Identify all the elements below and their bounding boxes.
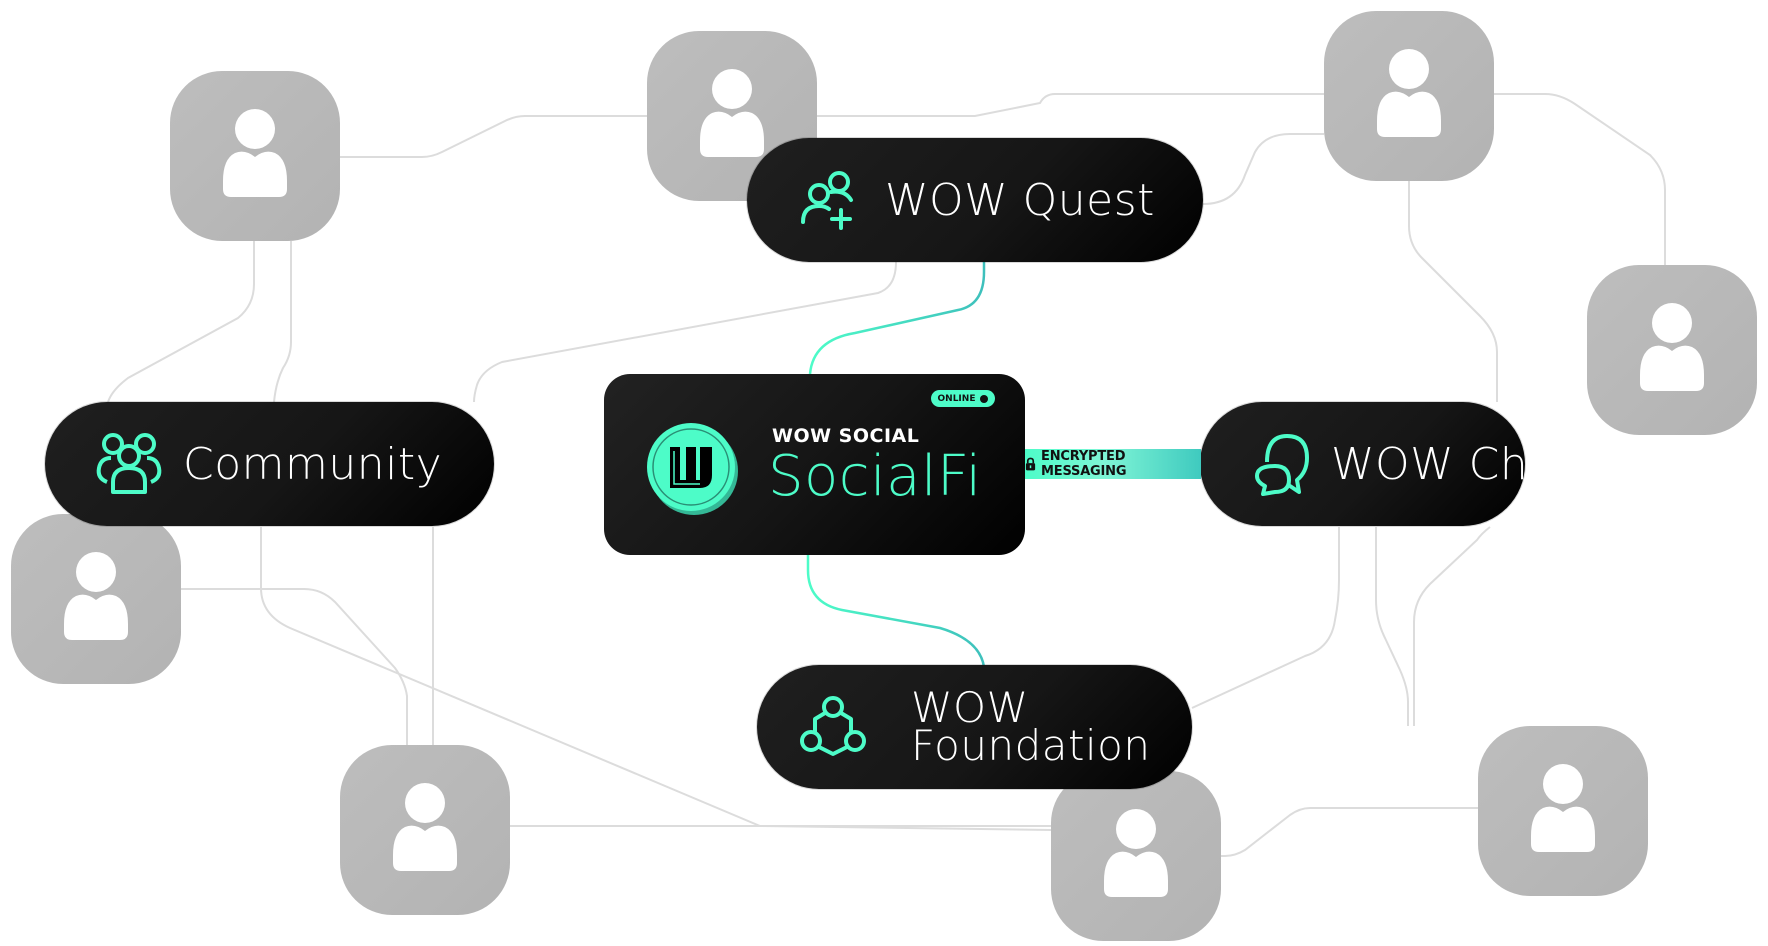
- user-icon: [1640, 303, 1704, 391]
- status-dot-icon: [980, 394, 989, 403]
- user-icon: [1377, 49, 1441, 137]
- user-add-group-icon: [801, 171, 853, 230]
- wire: [817, 93, 1324, 117]
- link-label: ENCRYPTED MESSAGING: [1041, 449, 1127, 479]
- node-label: Community: [183, 438, 443, 490]
- wire: [1413, 526, 1491, 726]
- node-wow-chat[interactable]: WOW Chat: [1200, 402, 1573, 526]
- avatar-tile: [1051, 771, 1221, 941]
- wire: [1408, 181, 1498, 402]
- chat-bubbles-icon: [1255, 434, 1309, 496]
- hub-link-foundation: [806, 555, 986, 668]
- user-icon: [1531, 764, 1595, 852]
- lock-icon: [1025, 457, 1036, 471]
- wire: [181, 588, 408, 745]
- users-group-icon: [96, 433, 162, 494]
- wire: [1221, 807, 1478, 857]
- user-icon: [700, 69, 764, 157]
- wire: [273, 241, 292, 403]
- encrypted-messaging-link: ENCRYPTED MESSAGING: [1025, 449, 1201, 479]
- status-badge: ONLINE: [931, 390, 995, 407]
- hub-subtitle: WOW SOCIAL: [772, 425, 920, 447]
- wire: [473, 261, 897, 403]
- user-icon: [223, 109, 287, 197]
- wire: [1493, 93, 1666, 265]
- user-icon: [393, 783, 457, 871]
- hub-title: SocialFi: [768, 444, 982, 509]
- wire: [1191, 527, 1340, 709]
- node-wow-foundation[interactable]: WOW Foundation: [757, 665, 1192, 789]
- node-label: WOW Foundation: [911, 683, 1151, 770]
- hub-link-quest: [808, 262, 986, 375]
- network-nodes-icon: [800, 696, 866, 756]
- user-icon: [1104, 809, 1168, 897]
- wire: [107, 241, 255, 403]
- wire: [1202, 133, 1324, 205]
- node-wow-quest[interactable]: WOW Quest: [747, 138, 1203, 262]
- status-text: ONLINE: [937, 393, 976, 404]
- node-community[interactable]: Community: [45, 402, 494, 526]
- avatar-tile: [340, 745, 510, 915]
- node-label: WOW Quest: [885, 174, 1155, 226]
- wire: [1375, 527, 1409, 726]
- wow-logo-icon: [647, 423, 738, 515]
- user-icon: [64, 552, 128, 640]
- avatar-tile: [11, 514, 181, 684]
- avatar-tile: [1478, 726, 1648, 896]
- wire: [340, 115, 647, 158]
- avatar-tile: [1587, 265, 1757, 435]
- avatar-tile: [1324, 11, 1494, 181]
- node-label: WOW Chat: [1331, 438, 1574, 490]
- avatar-tile: [170, 71, 340, 241]
